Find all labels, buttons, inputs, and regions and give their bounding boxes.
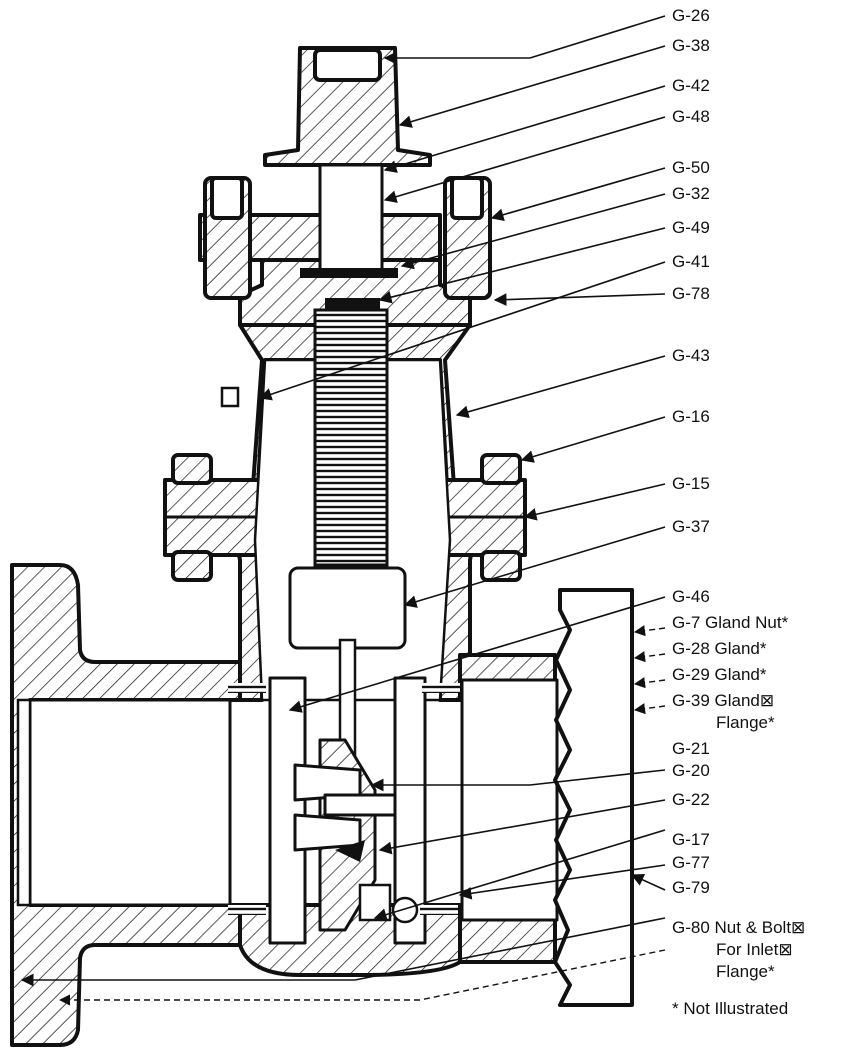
callout-g78: G-78 <box>672 284 710 303</box>
callout-g42: G-42 <box>672 76 710 95</box>
callout-g21: G-21 <box>672 739 710 758</box>
callout-g48: G-48 <box>672 107 710 126</box>
footnote-not-illustrated: * Not Illustrated <box>672 999 789 1018</box>
callout-g39: G-39 Gland⊠ <box>672 691 775 710</box>
callout-g37: G-37 <box>672 517 710 536</box>
callout-g80-cont1: For Inlet⊠ <box>716 940 793 959</box>
callout-g77: G-77 <box>672 853 710 872</box>
callout-g46: G-46 <box>672 587 710 606</box>
callout-g17: G-17 <box>672 830 710 849</box>
callout-g29: G-29 Gland* <box>672 665 767 684</box>
callout-g43: G-43 <box>672 346 710 365</box>
body-bolts <box>171 453 522 582</box>
callout-g38: G-38 <box>672 36 710 55</box>
callout-g22: G-22 <box>672 790 710 809</box>
callout-g15: G-15 <box>672 474 710 493</box>
callout-g28: G-28 Gland* <box>672 639 767 658</box>
leader-lines <box>20 15 666 1006</box>
callout-g79: G-79 <box>672 878 710 897</box>
outlet-pipe-broken <box>553 588 634 1007</box>
callout-g20: G-20 <box>672 761 710 780</box>
callout-g26: G-26 <box>672 6 710 25</box>
callout-g50: G-50 <box>672 158 710 177</box>
callout-g32: G-32 <box>672 184 710 203</box>
callout-g7: G-7 Gland Nut* <box>672 613 789 632</box>
callout-g41: G-41 <box>672 252 710 271</box>
bonnet-assembly <box>198 46 492 567</box>
callout-g49: G-49 <box>672 218 710 237</box>
callout-g80: G-80 Nut & Bolt⊠ <box>672 918 806 937</box>
callout-g80-cont2: Flange* <box>716 962 775 981</box>
callout-g16: G-16 <box>672 407 710 426</box>
callout-g39-cont: Flange* <box>716 713 775 732</box>
